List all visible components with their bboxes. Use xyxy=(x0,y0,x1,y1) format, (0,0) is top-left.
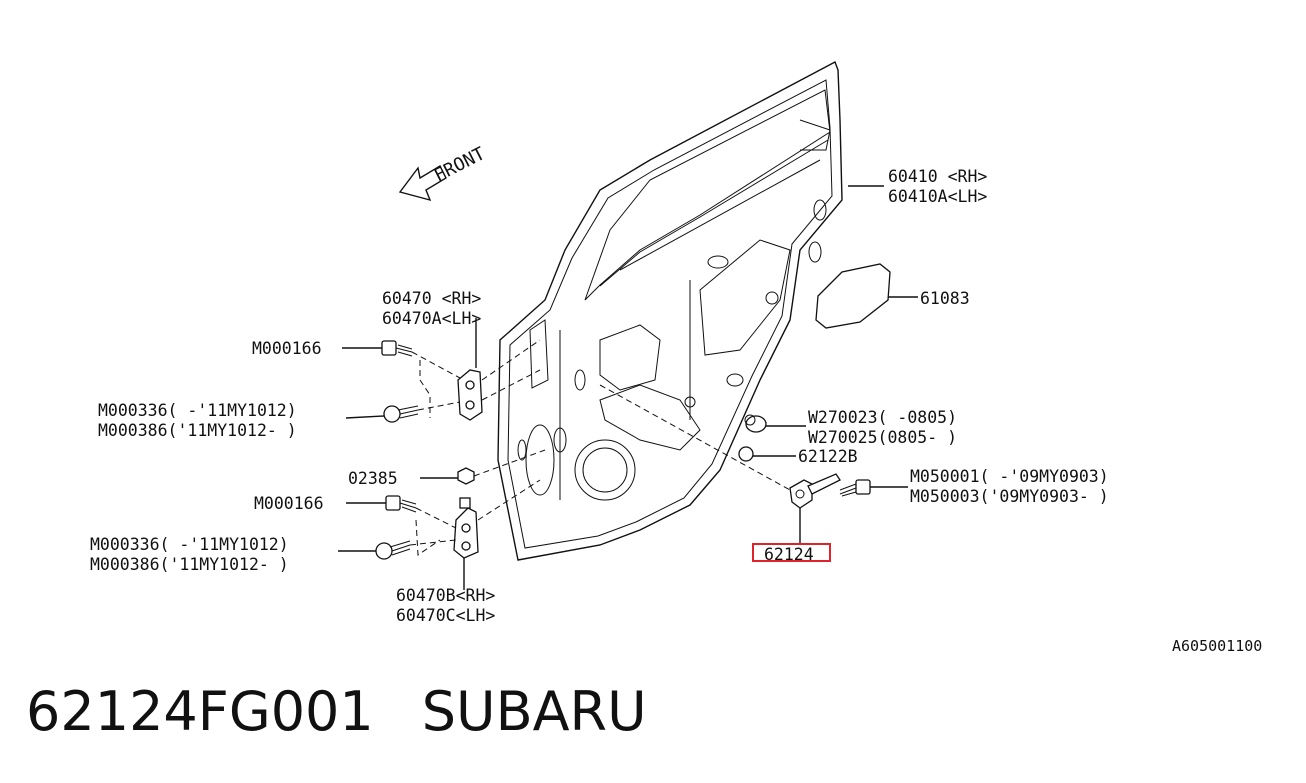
bolt-lower-1-icon xyxy=(385,495,417,513)
label-nut: 02385 xyxy=(348,469,398,488)
front-label: FRONT xyxy=(431,143,489,186)
bolt-upper-2-icon xyxy=(383,405,419,423)
door-checker xyxy=(789,473,841,509)
label-lower-hinge-rh: 60470B<RH> xyxy=(396,586,495,605)
label-bolt-upper-1: M000166 xyxy=(252,339,322,358)
label-bolt-upper-2a: M000336( -'11MY1012) xyxy=(98,401,297,420)
label-bolt-lower-1: M000166 xyxy=(254,494,324,513)
label-bolt-lower-2b: M000386('11MY1012- ) xyxy=(90,555,289,574)
grommet-icon xyxy=(744,414,767,433)
bolt-upper-1-icon xyxy=(381,340,413,357)
stopper-bumper-icon xyxy=(738,446,754,462)
part-caption: 62124FG001 SUBARU xyxy=(26,680,647,743)
label-door-checker: 62124 xyxy=(764,545,814,564)
front-arrow-icon xyxy=(398,165,447,202)
label-upper-hinge-rh: 60470 <RH> xyxy=(382,289,481,308)
label-door-panel-lh: 60410A<LH> xyxy=(888,187,987,206)
label-grommet-b: W270025(0805- ) xyxy=(808,428,957,447)
door-panel xyxy=(497,61,843,561)
label-lower-hinge-lh: 60470C<LH> xyxy=(396,606,495,625)
bolt-lower-2-icon xyxy=(375,540,411,560)
upper-hinge xyxy=(457,369,483,421)
diagram-code: A605001100 xyxy=(1172,637,1262,655)
sealing-cover xyxy=(815,263,891,329)
highlight-box xyxy=(752,543,831,562)
label-door-panel-rh: 60410 <RH> xyxy=(888,167,987,186)
lower-hinge xyxy=(453,497,479,559)
label-sealing-cover: 61083 xyxy=(920,289,970,308)
nut-icon xyxy=(457,467,475,485)
checker-bolt-icon xyxy=(839,479,871,497)
label-checker-bolt-b: M050003('09MY0903- ) xyxy=(910,487,1109,506)
label-bolt-lower-2a: M000336( -'11MY1012) xyxy=(90,535,289,554)
part-number: 62124FG001 xyxy=(26,680,374,743)
brand-name: SUBARU xyxy=(421,680,647,743)
label-bolt-upper-2b: M000386('11MY1012- ) xyxy=(98,421,297,440)
label-stopper-bumper: 62122B xyxy=(798,447,858,466)
label-upper-hinge-lh: 60470A<LH> xyxy=(382,309,481,328)
label-grommet-a: W270023( -0805) xyxy=(808,408,957,427)
label-checker-bolt-a: M050001( -'09MY0903) xyxy=(910,467,1109,486)
